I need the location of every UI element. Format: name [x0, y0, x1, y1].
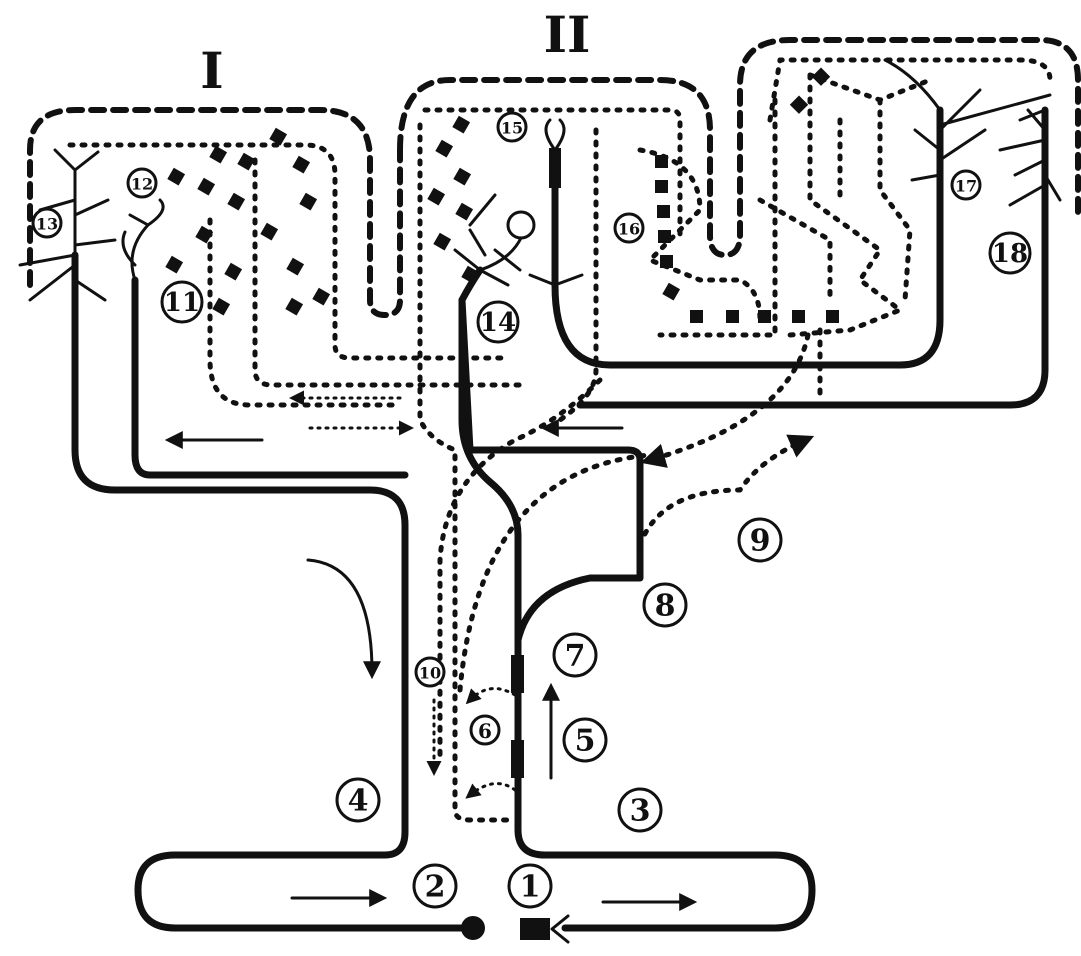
svg-text:2: 2: [425, 870, 446, 905]
marker-18: 18: [988, 231, 1032, 275]
marker-17: 17: [950, 169, 982, 201]
marker-16: 16: [613, 212, 645, 244]
marker-15: 15: [496, 111, 528, 143]
marker-9: 9: [737, 517, 783, 563]
marker-4: 4: [335, 777, 381, 823]
left-branch: [18, 107, 523, 479]
svg-text:8: 8: [655, 589, 676, 624]
bottom-dot: [461, 916, 485, 940]
svg-text:14: 14: [480, 308, 516, 338]
svg-text:4: 4: [348, 784, 369, 819]
marker-11: 11: [160, 280, 204, 324]
svg-text:6: 6: [478, 719, 492, 743]
right-branch: [397, 37, 1081, 823]
region-label-right: II: [544, 5, 591, 64]
svg-text:11: 11: [164, 288, 200, 318]
svg-text:7: 7: [565, 639, 586, 674]
marker-13: 13: [31, 207, 63, 239]
svg-text:15: 15: [501, 119, 523, 138]
marker-8: 8: [642, 582, 688, 628]
flow-arrows: [164, 419, 698, 911]
marker-3: 3: [617, 787, 663, 833]
marker-1: 1: [507, 863, 553, 909]
svg-text:1: 1: [520, 870, 541, 905]
marker-12: 12: [126, 167, 158, 199]
marker-14: 14: [476, 300, 520, 344]
svg-text:12: 12: [131, 175, 153, 194]
bottom-plug: [520, 918, 550, 940]
bottom-loop: [71, 251, 816, 944]
region-label-left: I: [200, 41, 223, 100]
marker-5: 5: [562, 717, 608, 763]
markers: 1 2 3 4 5 6 7 8 9 10 11 12 13 14 15 16 1…: [31, 111, 1032, 909]
svg-text:9: 9: [750, 524, 771, 559]
marker-6: 6: [469, 714, 501, 746]
svg-text:5: 5: [575, 724, 596, 759]
svg-text:3: 3: [630, 794, 651, 829]
marker-10: 10: [414, 656, 446, 688]
marker-2: 2: [412, 863, 458, 909]
svg-text:13: 13: [36, 215, 58, 234]
marker-7: 7: [552, 632, 598, 678]
svg-text:10: 10: [419, 664, 441, 683]
svg-text:17: 17: [955, 177, 977, 196]
svg-text:18: 18: [992, 239, 1028, 269]
svg-text:16: 16: [618, 220, 640, 239]
